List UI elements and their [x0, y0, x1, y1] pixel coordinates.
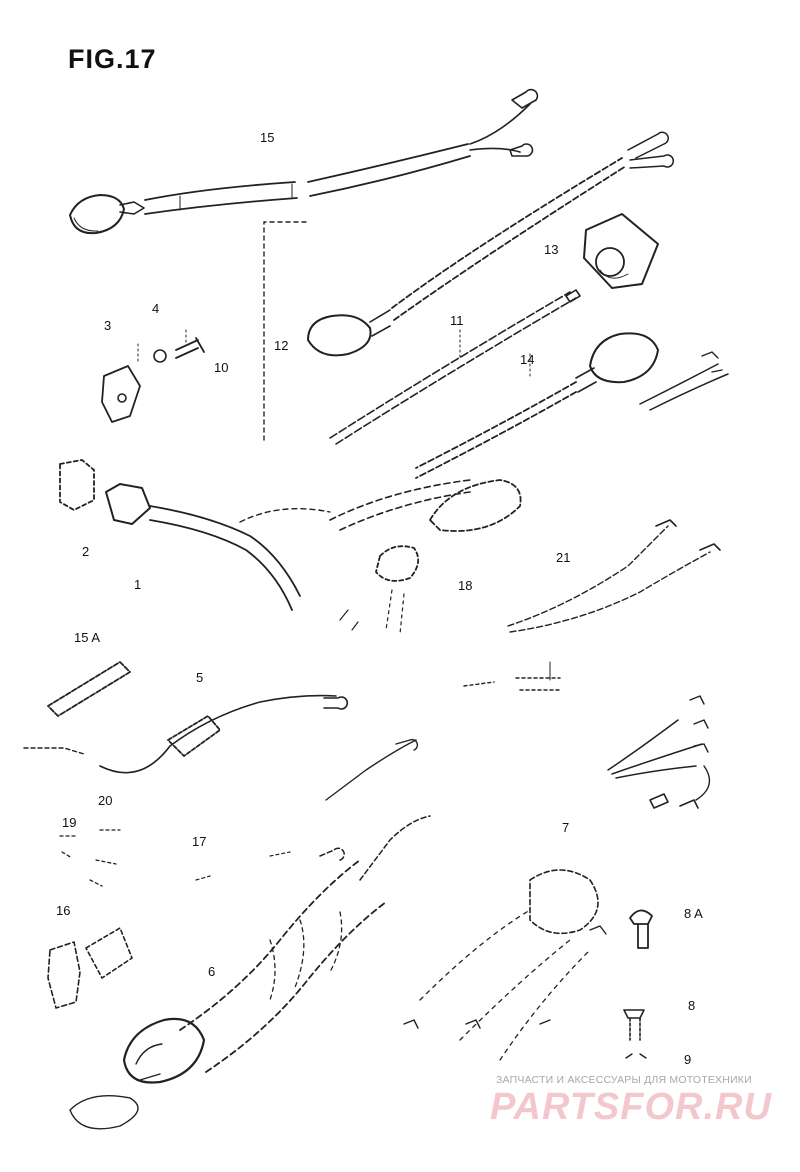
part-7-cluster [403, 869, 607, 1061]
part-11-cable-tie [329, 289, 581, 445]
part-12-cable [307, 131, 674, 357]
callout-6: 6 [208, 964, 216, 979]
watermark-caption: ЗАПЧАСТИ И АКСЕССУАРЫ ДЛЯ МОТОТЕХНИКИ [496, 1074, 752, 1086]
part-6-main-harness [69, 738, 431, 1130]
callout-8a: 8 A [684, 906, 703, 921]
part-8a-bolt [629, 909, 653, 949]
callout-1: 1 [134, 577, 142, 592]
part-8-9-screw [623, 1009, 647, 1059]
part-21-wires [507, 519, 721, 633]
callout-8: 8 [688, 998, 696, 1013]
callout-11: 11 [450, 313, 464, 328]
part-10-leader [263, 221, 307, 443]
callout-15: 15 [260, 130, 275, 145]
watermark-logo: PARTSFOR.RU [490, 1086, 772, 1128]
terminal-group [463, 661, 561, 691]
callout-5: 5 [196, 670, 204, 685]
part-5-20-wire [23, 694, 349, 774]
callout-7: 7 [562, 820, 570, 835]
part-13-grommet [583, 213, 659, 289]
callout-3: 3 [104, 318, 112, 333]
callout-13: 13 [544, 242, 559, 257]
part-15-harness [69, 88, 539, 235]
callout-18: 18 [458, 578, 473, 593]
part-14-cable [415, 332, 729, 479]
figure-title: FIG.17 [68, 44, 157, 74]
callout-17: 17 [192, 834, 207, 849]
part-18-boot [329, 479, 522, 635]
callout-12: 12 [274, 338, 289, 353]
callout-15a: 15 A [74, 630, 101, 645]
parts-16-17-19 [47, 829, 291, 1009]
callout-2: 2 [82, 544, 90, 559]
part-15a-sleeve [47, 661, 131, 717]
callout-10: 10 [214, 360, 229, 375]
callout-21: 21 [556, 550, 571, 565]
callout-4: 4 [152, 301, 160, 316]
callout-20: 20 [98, 793, 113, 808]
callout-14: 14 [520, 352, 535, 367]
callout-19: 19 [62, 815, 77, 830]
part-1-2-switch [59, 459, 331, 611]
callout-9: 9 [684, 1052, 692, 1067]
callout-16: 16 [56, 903, 71, 918]
part-7-harness [607, 695, 711, 809]
parts-3-4-bracket [101, 329, 205, 423]
